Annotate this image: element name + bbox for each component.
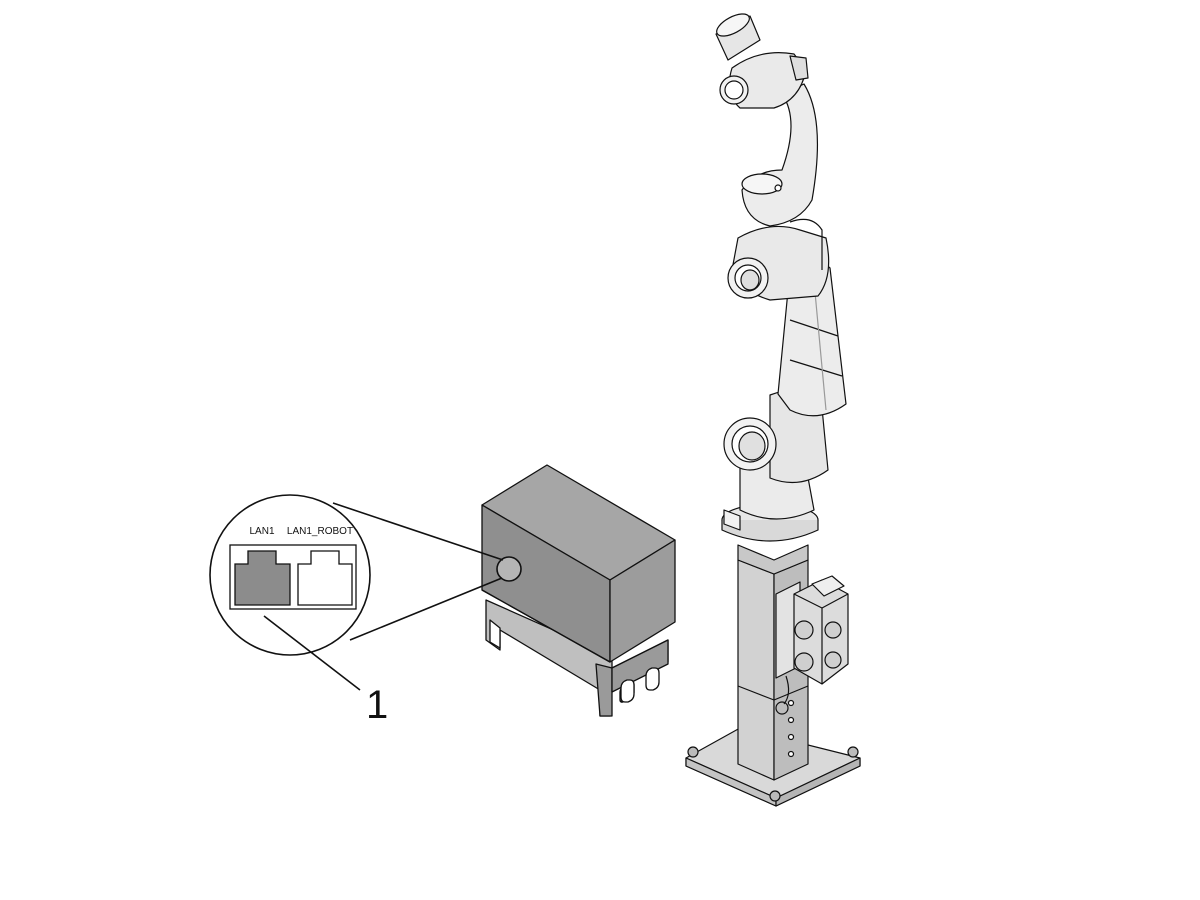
lan1-port-icon (234, 550, 291, 606)
port-label-lan1: LAN1 (249, 526, 274, 537)
controller-cabinet-icon (481, 464, 676, 717)
callout-number: 1 (366, 683, 388, 727)
zoom-target-icon (496, 556, 522, 582)
magnifier-callout-icon: LAN1 LAN1_ROBOT 1 (209, 494, 504, 727)
robot-arm-icon (685, 13, 861, 807)
lan1-robot-port-icon (297, 550, 353, 606)
port-label-lan1-robot: LAN1_ROBOT (287, 526, 353, 537)
